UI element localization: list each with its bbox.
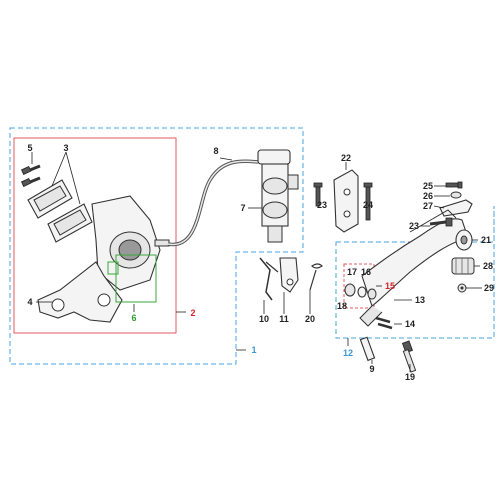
return-spring-part-20 — [309, 263, 323, 291]
bolt-part-23-upper — [313, 182, 323, 207]
label-part-28: 28 — [483, 261, 493, 271]
label-part-13: 13 — [415, 295, 425, 305]
label-part-19: 19 — [405, 372, 415, 382]
bolt-part-23-lower — [429, 217, 453, 227]
pivot-part-21 — [455, 229, 473, 251]
pistons-part-6-frame — [115, 254, 157, 303]
assembly-1-frame — [9, 127, 304, 365]
label-part-10: 10 — [259, 314, 269, 324]
mount-bracket-part-22 — [333, 169, 359, 233]
label-part-8: 8 — [213, 146, 218, 156]
label-part-25: 25 — [423, 181, 433, 191]
label-part-23-lower: 23 — [409, 221, 419, 231]
label-part-29: 29 — [484, 283, 494, 293]
brake-pads-part-3 — [27, 179, 93, 243]
pedal-bolt-part-19 — [401, 340, 417, 373]
pushrod-part-11 — [279, 257, 299, 293]
bleed-screws-part-5 — [20, 164, 41, 187]
label-part-26: 26 — [423, 191, 433, 201]
leader-lines — [31, 151, 482, 372]
bracket-part-27 — [439, 199, 473, 217]
label-part-22: 22 — [341, 153, 351, 163]
master-cylinder-part-7 — [257, 149, 299, 243]
footpeg-rubber-part-28 — [451, 257, 475, 275]
label-part-5: 5 — [27, 143, 32, 153]
bolt-part-25 — [445, 181, 463, 189]
label-part-2: 2 — [190, 308, 195, 318]
label-part-16: 16 — [361, 267, 371, 277]
nut-part-29 — [457, 283, 467, 293]
label-part-20: 20 — [305, 314, 315, 324]
label-part-11: 11 — [279, 314, 289, 324]
bolts-part-14 — [375, 316, 393, 330]
label-part-12: 12 — [343, 348, 353, 358]
assembly-2-frame — [13, 137, 177, 334]
label-part-21: 21 — [481, 235, 491, 245]
caliper-body — [91, 195, 170, 291]
label-part-17: 17 — [347, 267, 357, 277]
label-part-9: 9 — [369, 364, 374, 374]
label-part-7: 7 — [240, 203, 245, 213]
washer-part-26 — [450, 191, 462, 199]
label-part-4: 4 — [27, 297, 32, 307]
pin-part-9 — [359, 336, 376, 362]
pistons-part-6-outer — [107, 261, 119, 275]
label-part-15: 15 — [385, 281, 395, 291]
label-part-27: 27 — [423, 201, 433, 211]
label-part-24: 24 — [363, 200, 373, 210]
pedal-bushing-parts — [344, 283, 377, 300]
label-part-6: 6 — [131, 313, 136, 323]
caliper-bracket-part-4 — [37, 261, 123, 323]
bolt-part-24 — [363, 182, 373, 221]
label-part-14: 14 — [405, 319, 415, 329]
label-part-18: 18 — [337, 301, 347, 311]
label-part-23-upper: 23 — [317, 200, 327, 210]
label-part-1: 1 — [251, 345, 256, 355]
spring-clip-part-10 — [259, 257, 279, 301]
label-part-3: 3 — [63, 143, 68, 153]
